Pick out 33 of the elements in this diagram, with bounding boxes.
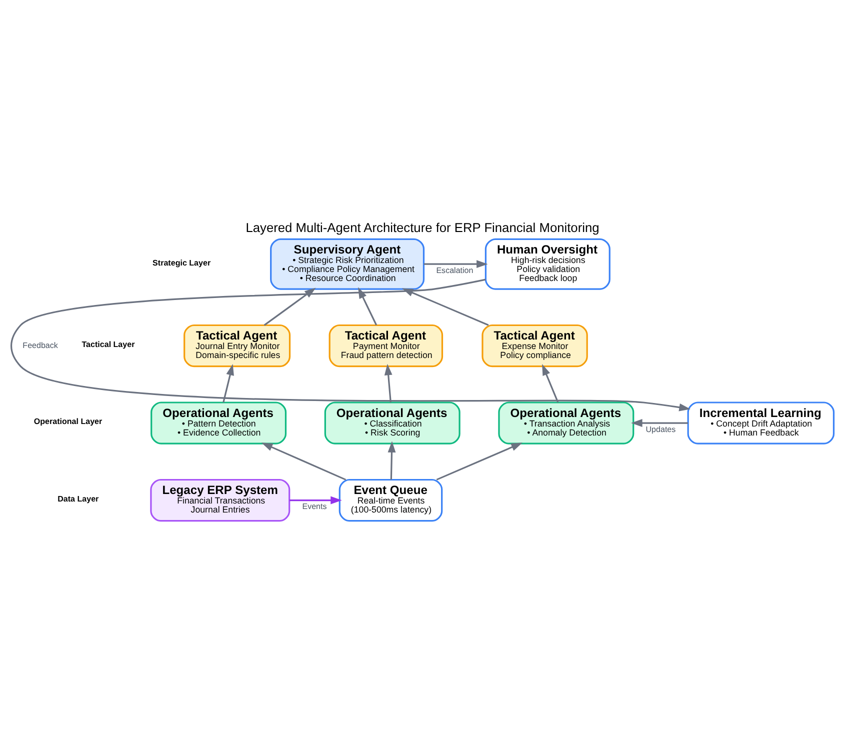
arrow (290, 496, 342, 504)
arrow (264, 287, 316, 326)
label: Data Layer (58, 494, 99, 503)
node-box: Tactical Agent Payment Monitor Fraud pattern detection (328, 324, 444, 367)
arrow (261, 442, 346, 480)
edge-label: Escalation (436, 265, 474, 274)
arrow (542, 364, 559, 402)
arrow (384, 363, 392, 402)
node-box: Tactical Agent Expense Monitor Policy compliance (482, 324, 588, 367)
arrow (388, 440, 396, 480)
label: Operational Layer (34, 416, 102, 426)
node-box: Operational Agents • Transaction Analysis • Anomaly Detection (498, 401, 634, 444)
node-box: Incremental Learning • Concept Drift Adaptation • Human Feedback (687, 401, 835, 444)
arrow (436, 442, 523, 480)
node-box: Human Oversight High-risk decisions Policy validation Feedback loop (484, 238, 610, 290)
arrow (222, 363, 234, 402)
arrow (358, 286, 378, 326)
arrow (424, 260, 488, 268)
edge-label: Updates (646, 424, 676, 434)
node-box: Event Queue Real-time Events (100-500ms latency) (338, 478, 443, 522)
arrow (402, 288, 489, 326)
diagram-title: Layered Multi-Agent Architecture for ERP Financial Monitoring (246, 219, 600, 234)
node-box: Supervisory Agent • Strategic Risk Prioritization • Compliance Policy Management • Resource Coordination (270, 238, 425, 290)
edge-label: Events (302, 502, 327, 511)
arrow (10, 278, 690, 411)
node-box: Operational Agents • Pattern Detection • Evidence Collection (150, 401, 287, 444)
node-box: Legacy ERP System Financial Transactions Journal Entries (150, 478, 290, 522)
node-box: Operational Agents • Classification • Risk Scoring (324, 401, 460, 444)
node-box: Tactical Agent Journal Entry Monitor Domain-specific rules (184, 324, 291, 367)
label: Tactical Layer (82, 339, 135, 348)
edge-label: Feedback (22, 340, 58, 350)
arrow (631, 418, 688, 426)
label: Strategic Layer (152, 258, 211, 267)
